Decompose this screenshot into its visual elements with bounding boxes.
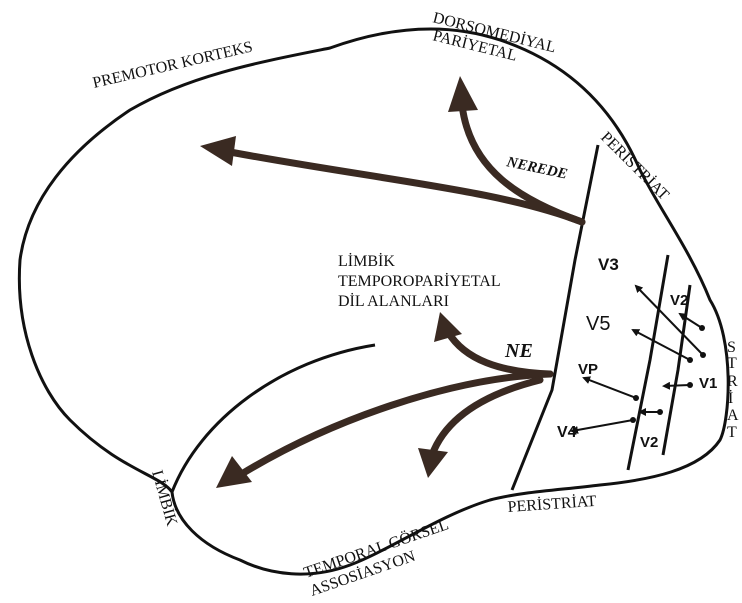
limbic-target-label-line1: LİMBİK: [338, 252, 395, 270]
pathway-v1-v2-top-origin: [699, 325, 705, 331]
limbic-target-label-line3: DİL ALANLARI: [338, 292, 449, 310]
peristriate-top-label: PERİSTRİAT: [597, 128, 673, 204]
lateral-fissure: [172, 345, 375, 492]
area-v4-label: V4: [557, 424, 577, 441]
pathway-v2-v5-origin: [687, 357, 693, 363]
striate-letter-6: T: [727, 424, 737, 441]
premotor-label: PREMOTOR KORTEKS: [91, 39, 254, 92]
v-area-border-inner: [663, 285, 690, 455]
where-stream-arrowhead-left: [200, 136, 236, 166]
where-stream-label: NEREDE: [504, 154, 569, 183]
pathway-v2-vp-origin: [633, 395, 639, 401]
pathway-v1-v2-mid: [664, 385, 690, 386]
striate-letter-2: T: [727, 355, 737, 372]
what-stream-branch-up: [448, 332, 550, 374]
pathway-v2-v4: [572, 420, 633, 431]
striate-letter-5: A: [727, 407, 739, 424]
what-stream-arrowhead-up: [434, 312, 462, 342]
pathway-v2-vp: [584, 378, 636, 398]
area-v2-bottom-label: V2: [640, 434, 658, 451]
area-v1-label: V1: [699, 375, 717, 392]
area-v2-top-label: V2: [670, 292, 688, 309]
what-stream-label: NE: [504, 340, 533, 362]
what-stream-arrowhead-down: [418, 448, 448, 478]
striate-letter-3: R: [727, 373, 738, 390]
pathway-v1-v3-origin: [700, 352, 706, 358]
pathway-v1-v2-low-origin: [657, 409, 663, 415]
area-v5-label: V5: [586, 313, 610, 335]
pathway-v2-v4-origin: [630, 417, 636, 423]
striate-letter-1: S: [727, 339, 736, 356]
area-vp-label: VP: [578, 361, 598, 378]
area-v3-label: V3: [598, 255, 619, 274]
where-stream-arrowhead-up: [448, 76, 478, 112]
striate-letter-4: İ: [728, 389, 733, 407]
pathway-v1-v2-mid-origin: [687, 382, 693, 388]
limbic-target-label-line2: TEMPOROPARİYETAL: [338, 272, 501, 290]
limbic-bottom-label: LİMBİK: [148, 468, 181, 528]
